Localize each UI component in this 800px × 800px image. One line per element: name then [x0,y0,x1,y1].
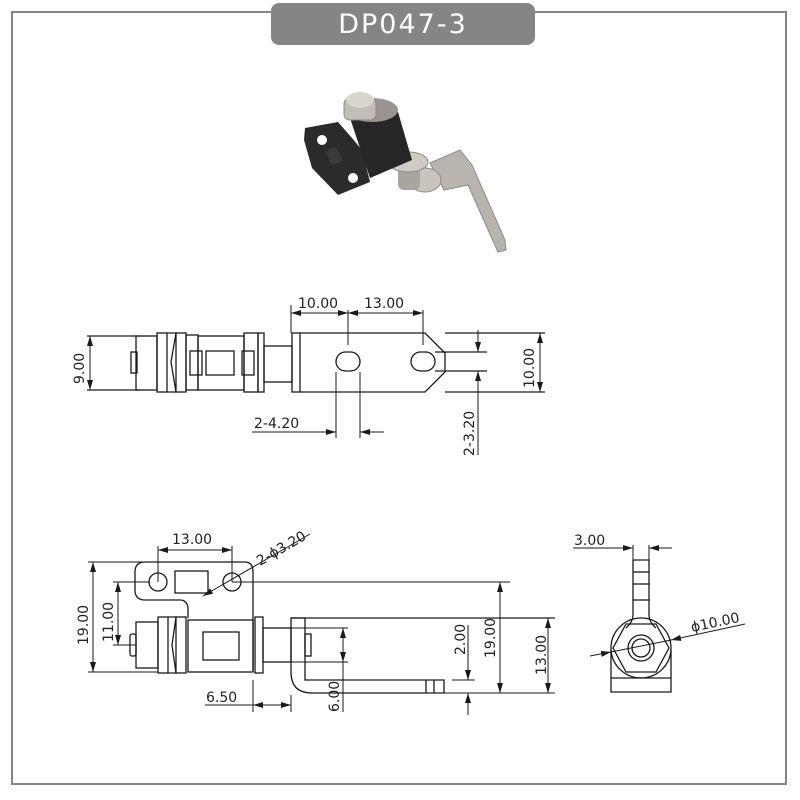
dim-9-00: 9.00 [72,353,88,384]
dim-3-00: 3.00 [574,533,605,549]
dim-phi-10-00: ϕ10.00 [690,610,742,636]
dim-front-13-00-right: 13.00 [534,635,550,675]
dim-10-00-right: 10.00 [522,348,538,388]
dim-front-19-00-left: 19.00 [76,605,92,645]
dim-front-13-00: 13.00 [172,532,212,548]
dim-10-00: 10.00 [298,296,338,312]
front-view-dimensions [88,533,555,715]
product-photo-hinge [304,92,507,253]
side-view-drawing [610,559,672,693]
dim-2-phi-3-20: 2-ϕ3.20 [254,528,309,569]
top-view-dimensions [87,305,543,455]
side-view-dimensions [573,545,746,657]
dim-2-3-20: 2-3.20 [462,411,478,456]
dim-6-50: 6.50 [206,690,237,706]
title-badge: DP047-3 [271,3,535,45]
part-number-title: DP047-3 [338,8,468,40]
top-view-drawing [87,332,545,393]
dim-2-00: 2.00 [453,624,469,655]
dim-2-4-20: 2-4.20 [254,416,299,432]
dim-6-00: 6.00 [327,681,343,712]
dim-front-19-00-right: 19.00 [483,618,499,658]
dim-11-00: 11.00 [101,602,117,642]
dim-13-00: 13.00 [364,296,404,312]
